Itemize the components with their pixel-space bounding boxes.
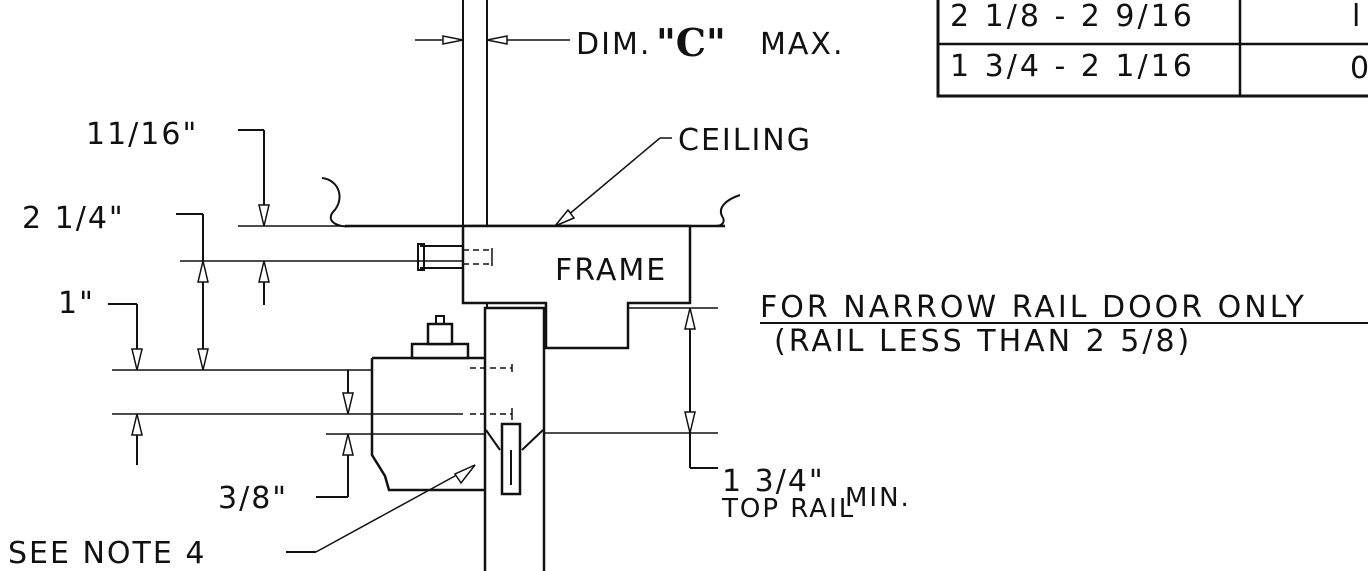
- table-row-2-value: 0: [1350, 51, 1368, 86]
- dim-3-8-label: 3/8": [218, 481, 288, 516]
- narrow-rail-line1: FOR NARROW RAIL DOOR ONLY: [760, 290, 1307, 325]
- top-rail-label: TOP RAIL: [721, 494, 855, 524]
- dim-11-16: 11/16": [86, 117, 463, 305]
- top-rail-dimension: 1 3/4" TOP RAIL MIN.: [544, 307, 911, 524]
- dim-2-1-4-label: 2 1/4": [22, 201, 125, 236]
- dim-1: 1": [58, 286, 463, 465]
- dim-c-label: DIM. "C" MAX.: [576, 20, 845, 65]
- table-row-1-value: l: [1352, 0, 1363, 34]
- top-rail-min-label: MIN.: [845, 483, 911, 513]
- table-row-2-range: 1 3/4 - 2 1/16: [950, 49, 1195, 84]
- see-note-4-label: SEE NOTE 4: [8, 536, 206, 571]
- frame-label: FRAME: [555, 253, 667, 288]
- ceiling-label: CEILING: [678, 123, 812, 158]
- top-rail-dim-label: 1 3/4": [722, 464, 825, 499]
- dim-c-letter: "C": [656, 20, 726, 65]
- dim-11-16-label: 11/16": [86, 117, 198, 152]
- frame: FRAME: [417, 224, 692, 350]
- dim-3-8: 3/8": [218, 370, 485, 516]
- table-row-1-range: 2 1/8 - 2 9/16: [950, 0, 1195, 34]
- dim-1-label: 1": [58, 286, 95, 321]
- dimension-table: 2 1/8 - 2 9/16 l 1 3/4 - 2 1/16 0: [936, 0, 1368, 98]
- ceiling: CEILING: [321, 123, 812, 228]
- dim-c-prefix: DIM.: [576, 27, 651, 62]
- dim-2-1-4: 2 1/4": [22, 201, 209, 371]
- narrow-rail-line2: (RAIL LESS THAN 2 5/8): [774, 324, 1192, 359]
- see-note-4: SEE NOTE 4: [8, 464, 476, 571]
- closer-bracket: [370, 315, 544, 496]
- dim-c-suffix: MAX.: [760, 27, 845, 62]
- narrow-rail-note: FOR NARROW RAIL DOOR ONLY (RAIL LESS THA…: [760, 290, 1368, 359]
